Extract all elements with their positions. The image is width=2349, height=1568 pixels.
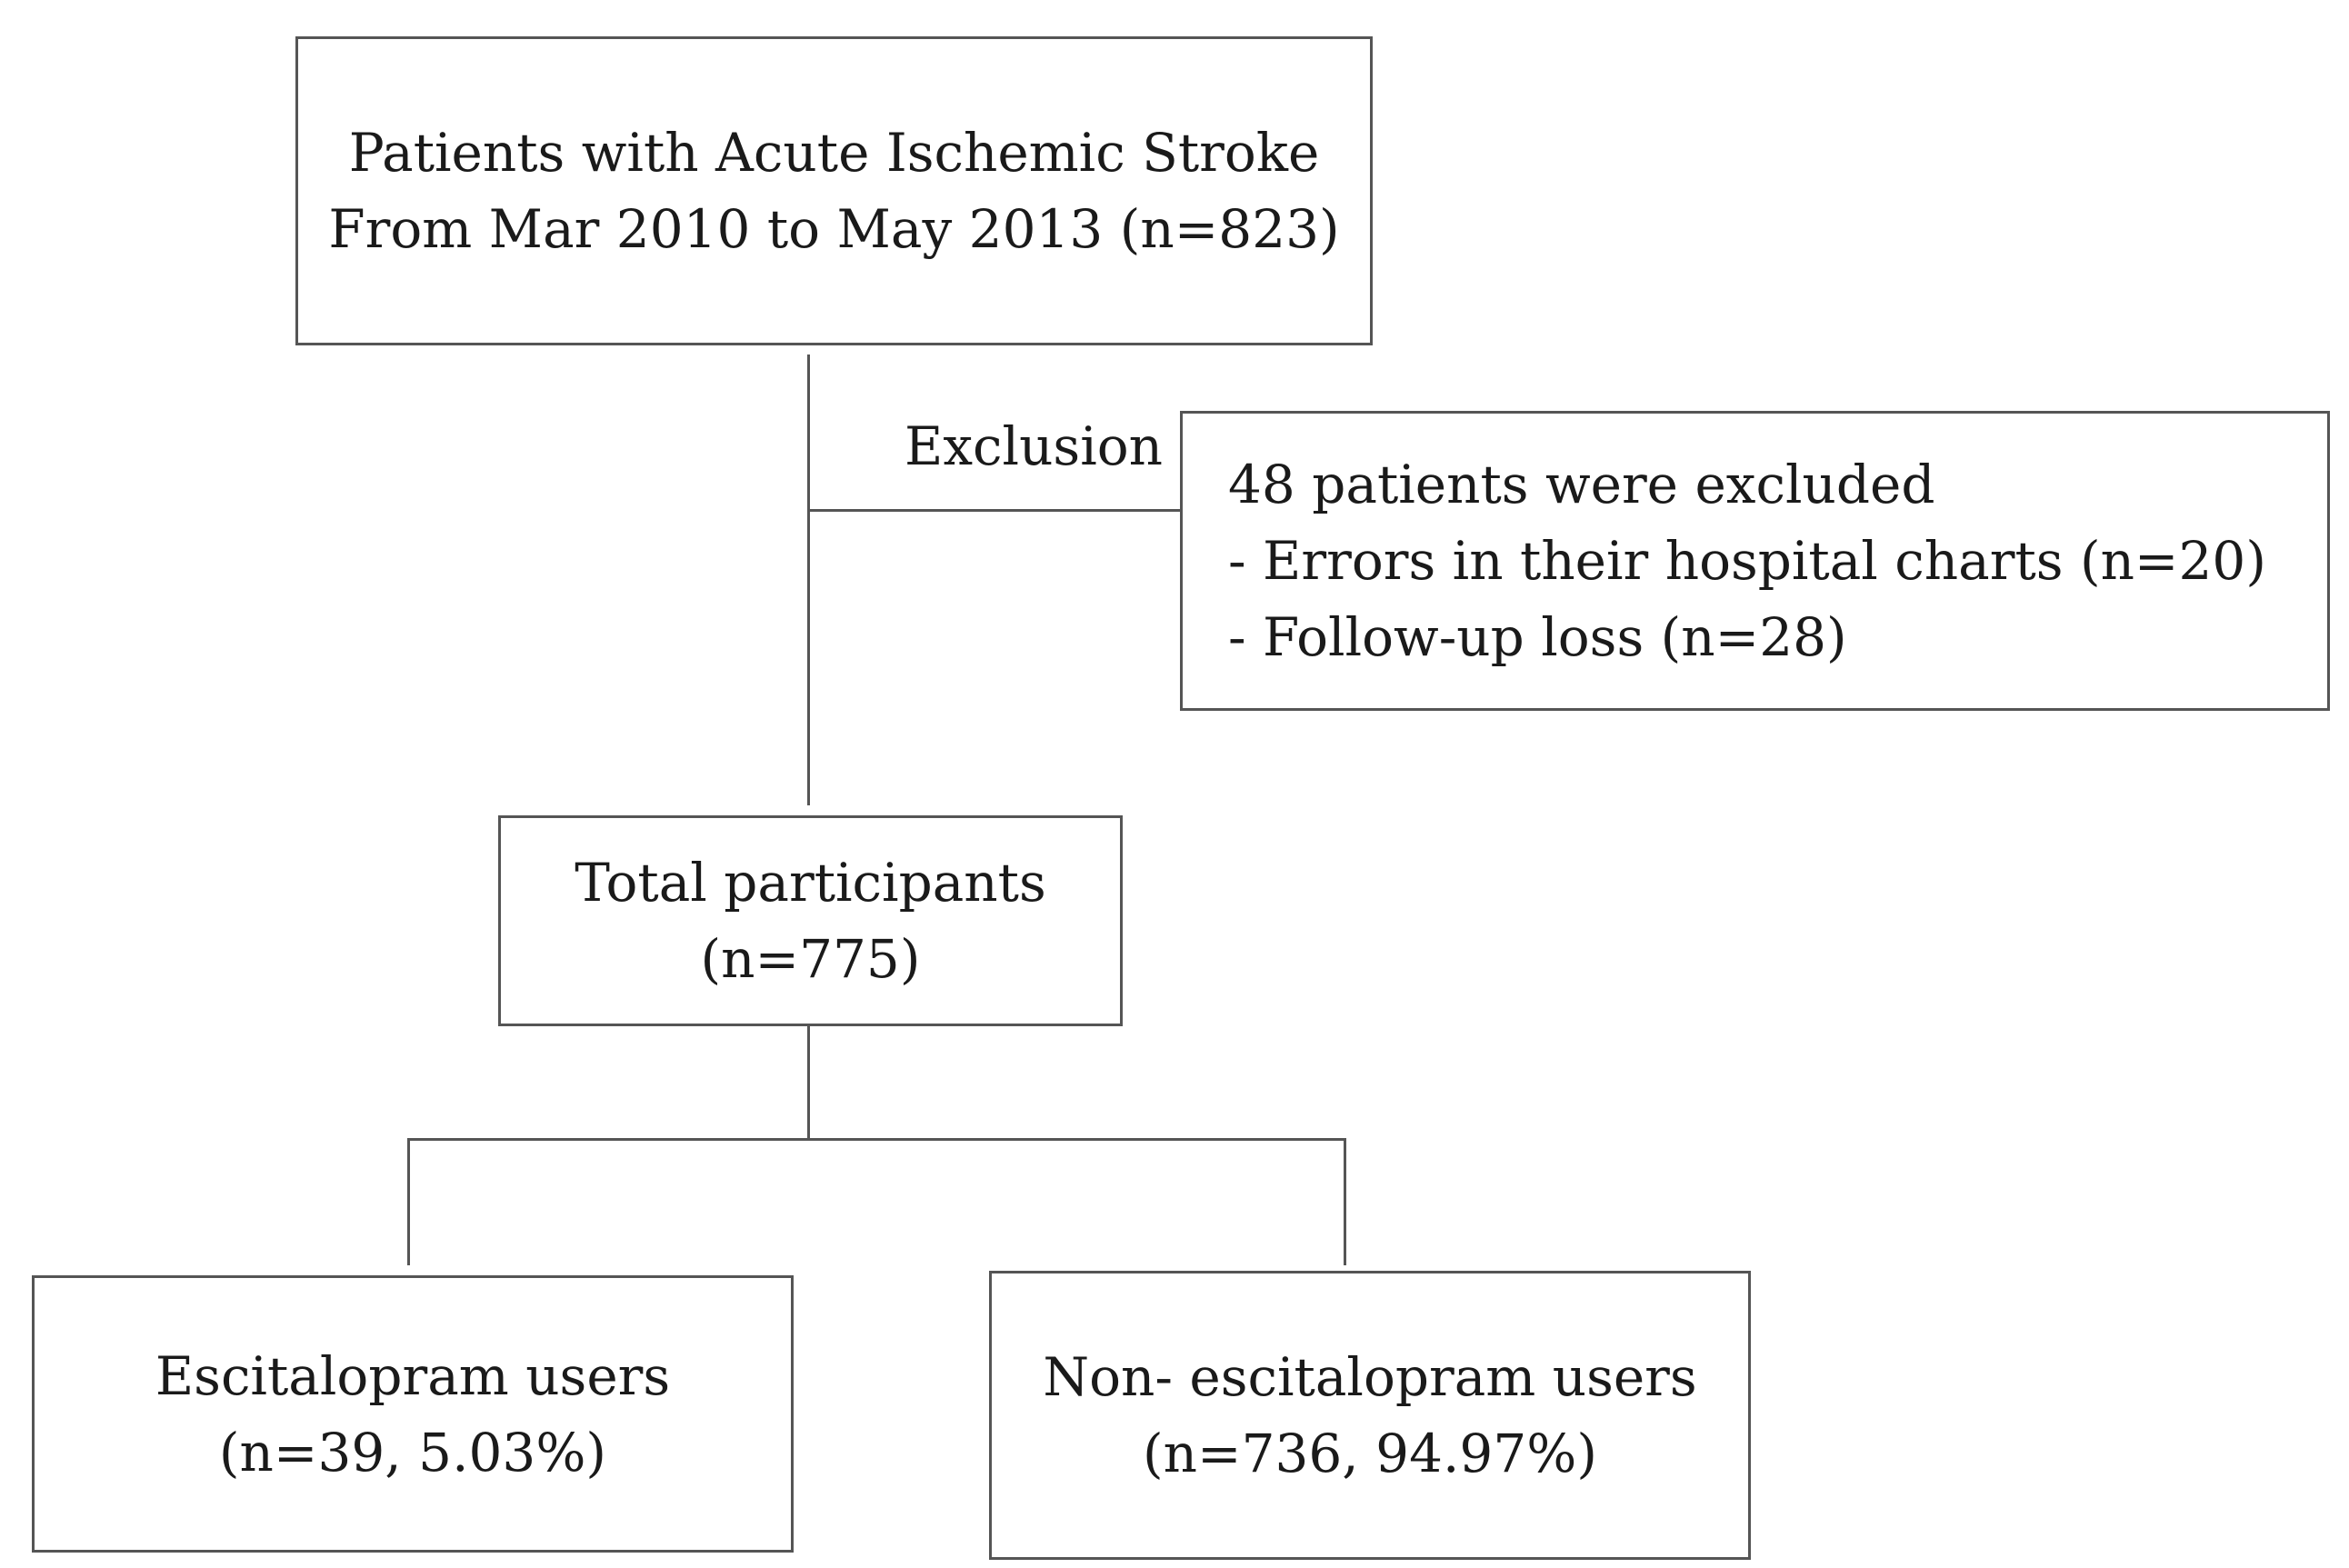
escitalopram-line-1: Escitalopram users (155, 1344, 671, 1407)
non-escitalopram-line-1: Non- escitalopram users (1043, 1346, 1697, 1408)
connector-right-branch (1344, 1138, 1346, 1265)
exclusion-box: 48 patients were excluded - Errors in th… (1180, 411, 2330, 711)
connector-left-branch (407, 1138, 410, 1265)
total-line-1: Total participants (575, 852, 1046, 914)
enrollment-line-2: From Mar 2010 to May 2013 (n=823) (328, 198, 1340, 260)
connector-split (407, 1138, 1346, 1141)
non-escitalopram-line-2: (n=736, 94.97%) (1143, 1423, 1597, 1484)
connector-top-to-total (807, 355, 810, 805)
exclusion-line-1: 48 patients were excluded (1228, 454, 1935, 515)
exclusion-line-2: - Errors in their hospital charts (n=20) (1228, 530, 2266, 592)
exclusion-line-3: - Follow-up loss (n=28) (1228, 606, 1847, 668)
exclusion-label: Exclusion (905, 415, 1164, 477)
enrollment-line-1: Patients with Acute Ischemic Stroke (348, 122, 1320, 184)
connector-total-down (807, 1026, 810, 1140)
connector-exclusion (807, 509, 1182, 512)
escitalopram-users-box: Escitalopram users (n=39, 5.03%) (32, 1275, 794, 1553)
escitalopram-line-2: (n=39, 5.03%) (218, 1421, 607, 1483)
total-line-2: (n=775) (700, 928, 921, 990)
enrollment-box: Patients with Acute Ischemic Stroke From… (295, 36, 1373, 345)
total-participants-box: Total participants (n=775) (498, 815, 1123, 1026)
non-escitalopram-users-box: Non- escitalopram users (n=736, 94.97%) (989, 1271, 1751, 1560)
